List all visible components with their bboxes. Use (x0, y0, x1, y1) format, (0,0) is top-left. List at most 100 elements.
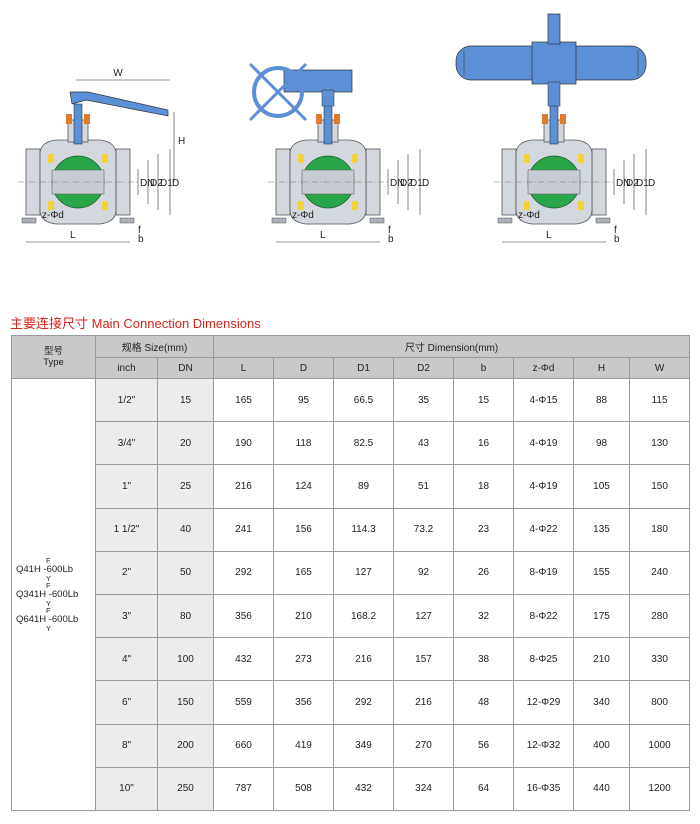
subheader-8: H (573, 357, 630, 379)
label-f: f (138, 225, 141, 236)
dimension-cell: 419 (273, 723, 334, 768)
dimension-cell: 508 (273, 766, 334, 811)
dimension-cell: 165 (213, 377, 274, 423)
dimension-cell: 210 (273, 593, 334, 639)
type-header-en: Type (43, 357, 64, 368)
size-dn-cell: 150 (157, 680, 214, 725)
dimension-cell: 190 (213, 421, 274, 466)
label-b: b (138, 234, 144, 245)
dimension-cell: 48 (453, 680, 514, 725)
dimension-cell: 349 (333, 723, 394, 768)
label-zd-3: z-Φd (518, 210, 540, 221)
dimension-cell: 23 (453, 507, 514, 552)
label-d2-3: D2 (626, 178, 639, 189)
dimension-cell: 127 (393, 593, 454, 639)
label-l-2: L (320, 230, 326, 241)
dimension-cell: 660 (213, 723, 274, 768)
label-l: L (70, 230, 76, 241)
size-dn-cell: 20 (157, 421, 214, 466)
dimension-cell: 273 (273, 637, 334, 682)
size-inch-cell: 1 1/2" (95, 507, 158, 552)
dimensions-table: 型号 Type 规格 Size(mm) 尺寸 Dimension(mm) inc… (11, 335, 691, 811)
gear-valve-drawing: DN D2 D1 D L z-Φd f b (248, 62, 429, 245)
dimension-cell: 4-Φ19 (513, 421, 574, 466)
type-header-cn: 型号 (43, 346, 63, 357)
dimension-cell: 12-Φ29 (513, 680, 574, 725)
dimension-cell: 105 (573, 464, 630, 509)
label-dn-2: DN (390, 178, 404, 189)
size-inch-cell: 6" (95, 680, 158, 725)
dimension-cell: 38 (453, 637, 514, 682)
subheader-6: b (453, 357, 514, 379)
dimension-cell: 157 (393, 637, 454, 682)
dimension-cell: 12-Φ32 (513, 723, 574, 768)
model-name: Q41H -600Lb (16, 563, 74, 575)
subheader-5: D2 (393, 357, 454, 379)
dimension-cell: 8-Φ22 (513, 593, 574, 639)
dimension-cell: 35 (393, 377, 454, 423)
dimension-cell: 356 (273, 680, 334, 725)
model-name: Q641H -600Lb (16, 613, 79, 625)
label-w: W (113, 68, 123, 79)
dimension-cell: 280 (628, 593, 691, 639)
dimension-cell: 51 (393, 464, 454, 509)
dimension-cell: 216 (213, 464, 274, 509)
dimension-cell: 4-Φ22 (513, 507, 574, 552)
size-inch-cell: 3" (95, 593, 158, 639)
lever-valve-drawing: W H DN D2 D1 D L z-Φd f b (17, 68, 185, 245)
dimension-cell: 88 (573, 377, 630, 423)
model-sub: Y (46, 598, 52, 608)
label-d2: D2 (150, 178, 163, 189)
dimension-cell: 292 (213, 550, 274, 595)
subheader-9: W (628, 357, 691, 379)
dimension-cell: 4-Φ15 (513, 377, 574, 423)
dimension-cell: 98 (573, 421, 630, 466)
dimension-cell: 114.3 (333, 507, 394, 552)
label-d-2: D (422, 178, 429, 189)
subheader-2: L (213, 357, 274, 379)
type-header: 型号 Type (11, 335, 96, 379)
dimension-cell: 118 (273, 421, 334, 466)
dimension-cell: 270 (393, 723, 454, 768)
dimension-cell: 180 (628, 507, 691, 552)
dimension-cell: 330 (628, 637, 691, 682)
label-l-3: L (546, 230, 552, 241)
subheader-1: DN (157, 357, 214, 379)
model-name: Q341H -600Lb (16, 588, 79, 600)
size-dn-cell: 25 (157, 464, 214, 509)
label-d1: D1 (160, 178, 173, 189)
dimension-cell: 340 (573, 680, 630, 725)
model-sub: Y (46, 623, 52, 633)
dimension-cell: 155 (573, 550, 630, 595)
model-sup: F (46, 605, 51, 615)
label-d2-2: D2 (400, 178, 413, 189)
dimension-cell: 8-Φ19 (513, 550, 574, 595)
dimension-cell: 95 (273, 377, 334, 423)
size-inch-cell: 8" (95, 723, 158, 768)
dimension-cell: 210 (573, 637, 630, 682)
valve-drawings: W H DN D2 D1 D L z-Φd f b DN D2 D1 D L z… (17, 13, 655, 245)
dimension-cell: 324 (393, 766, 454, 811)
dimension-cell: 43 (393, 421, 454, 466)
label-d: D (172, 178, 179, 189)
dimension-cell: 16 (453, 421, 514, 466)
dimension-cell: 135 (573, 507, 630, 552)
dimension-cell: 356 (213, 593, 274, 639)
dimension-cell: 66.5 (333, 377, 394, 423)
label-d1-2: D1 (410, 178, 423, 189)
dimension-cell: 165 (273, 550, 334, 595)
dimension-cell: 168.2 (333, 593, 394, 639)
dimension-cell: 216 (333, 637, 394, 682)
size-inch-cell: 1/2" (95, 377, 158, 423)
model-sup: F (46, 580, 51, 590)
dimension-cell: 26 (453, 550, 514, 595)
actuator-valve-drawing: DN D2 D1 D L z-Φd f b (455, 13, 655, 245)
dimension-cell: 787 (213, 766, 274, 811)
